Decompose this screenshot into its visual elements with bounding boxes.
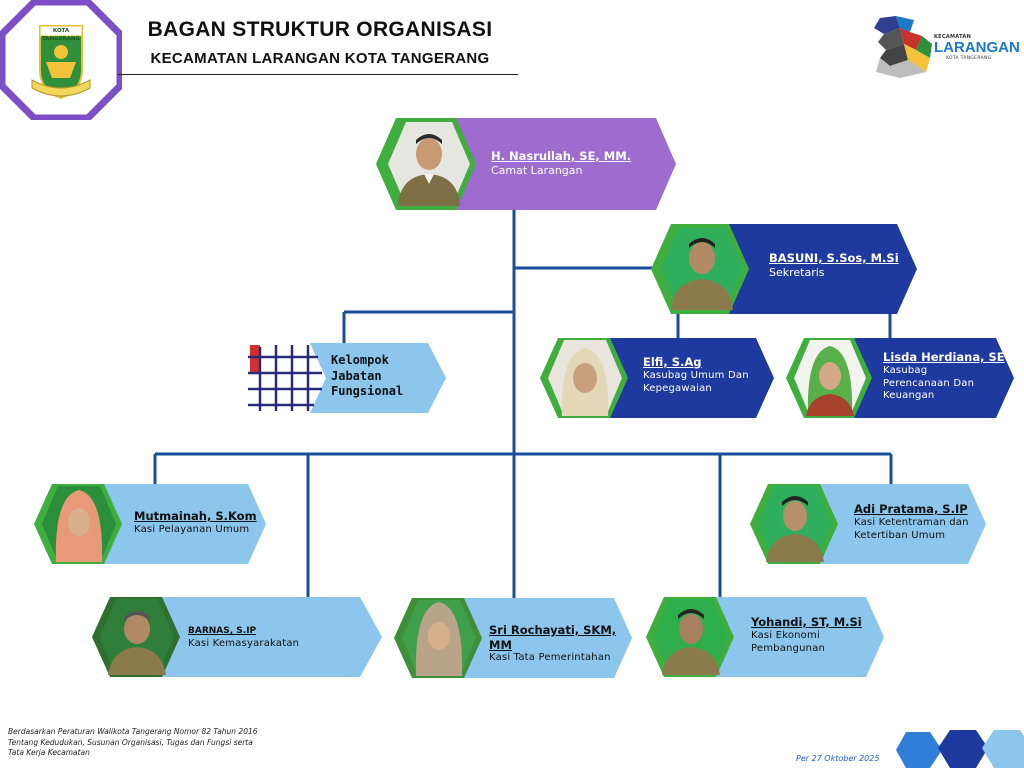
org-box-kelompok-jabatan-fungsional: Kelompok Jabatan Fungsional <box>244 343 446 413</box>
kota-tangerang-crest-icon <box>0 0 124 122</box>
kasi-ketentraman-role-line-1: Kasi Ketentraman dan <box>854 516 969 528</box>
larangan-logo-small-text: KECAMATAN <box>934 34 972 40</box>
fungsional-line-1: Kelompok <box>331 353 389 367</box>
org-box-kasi-kemasyarakatan-shape <box>92 597 382 677</box>
grid-icon <box>244 343 326 413</box>
kasi-pelayanan-name: Mutmainah, S.Kom <box>134 509 257 523</box>
kasi-pelayanan-photo <box>42 486 116 562</box>
org-box-kasi-ekonomi-pembangunan: Yohandi, ST, M.Si Kasi Ekonomi Pembangun… <box>646 597 884 677</box>
kasubag-perencanaan-role-line-2: Perencanaan Dan <box>883 377 975 389</box>
sekretaris-photo <box>661 228 743 310</box>
sekretaris-role: Sekretaris <box>769 265 825 279</box>
kasi-ketentraman-name: Adi Pratama, S.IP <box>854 502 968 516</box>
larangan-logo: KECAMATAN LARANGAN KOTA TANGERANG <box>870 14 1020 80</box>
footer-note-line-1: Berdasarkan Peraturan Walikota Tangerang… <box>8 727 258 736</box>
org-box-kasi-kemasyarakatan: BARNAS, S.IP Kasi Kemasyarakatan <box>92 597 382 677</box>
org-box-kasi-pelayanan-shape <box>34 484 266 564</box>
camat-photo <box>388 122 470 206</box>
kasubag-umum-photo <box>548 340 622 416</box>
kasi-kemasyarakatan-role: Kasi Kemasyarakatan <box>188 637 300 649</box>
kasi-ketentraman-photo <box>758 486 832 562</box>
kasubag-perencanaan-role-line-1: Kasubag <box>883 364 928 376</box>
org-box-kasubag-perencanaan: Lisda Herdiana, SE Kasubag Perencanaan D… <box>786 338 1014 418</box>
kasi-ekbang-role-line-1: Kasi Ekonomi <box>751 629 820 641</box>
kasi-tapem-photo <box>402 600 476 676</box>
footer-decoration <box>896 730 1024 768</box>
org-box-kasubag-perencanaan-shape <box>786 338 1014 418</box>
sekretaris-name: BASUNI, S.Sos, M.Si <box>769 251 899 265</box>
larangan-map-logo-icon <box>874 16 932 78</box>
org-box-kasi-tata-pemerintahan: Sri Rochayati, SKM, MM Kasi Tata Pemerin… <box>394 598 632 678</box>
fungsional-line-2: Jabatan <box>331 368 382 383</box>
kasubag-umum-role-line-1: Kasubag Umum Dan <box>643 369 749 381</box>
camat-role: Camat Larangan <box>491 163 583 177</box>
org-box-camat: H. Nasrullah, SE, MM. Camat Larangan <box>376 118 676 210</box>
kasubag-perencanaan-photo <box>794 340 866 416</box>
page-title: BAGAN STRUKTUR ORGANISASI <box>147 18 493 41</box>
org-box-sekretaris-shape <box>651 224 917 314</box>
org-box-fungsional-shape <box>244 343 446 413</box>
org-box-kasi-pelayanan: Mutmainah, S.Kom Kasi Pelayanan Umum <box>34 484 266 564</box>
kasubag-perencanaan-name: Lisda Herdiana, SE <box>883 350 1005 364</box>
kasi-tapem-name: Sri Rochayati, SKM, MM <box>489 623 617 652</box>
kasi-ekbang-photo <box>654 599 728 675</box>
org-box-kasi-ketentraman: Adi Pratama, S.IP Kasi Ketentraman dan K… <box>750 484 986 564</box>
org-box-kasubag-umum-shape <box>540 338 774 418</box>
org-box-kasi-ekbang-shape <box>646 597 884 677</box>
fungsional-line-3: Fungsional <box>331 384 404 399</box>
org-box-sekretaris: BASUNI, S.Sos, M.Si Sekretaris <box>651 224 917 314</box>
org-box-camat-shape <box>376 118 676 210</box>
org-box-kasi-ketentraman-shape <box>750 484 986 564</box>
kasi-ekbang-role-line-2: Pembangunan <box>751 642 826 654</box>
kasi-pelayanan-role: Kasi Pelayanan Umum <box>134 523 250 535</box>
page-subtitle: KECAMATAN LARANGAN KOTA TANGERANG <box>150 50 490 67</box>
org-box-kasubag-umum: Elfi, S.Ag Kasubag Umum Dan Kepegawaian <box>540 338 774 418</box>
kasi-ketentraman-role-line-2: Ketertiban Umum <box>854 529 946 541</box>
kasubag-umum-name: Elfi, S.Ag <box>643 355 702 369</box>
camat-name: H. Nasrullah, SE, MM. <box>491 149 632 163</box>
larangan-logo-city-text: KOTA TANGERANG <box>946 56 992 61</box>
kasubag-umum-role-line-2: Kepegawaian <box>643 382 712 394</box>
kasi-kemasyarakatan-name: BARNAS, S.IP <box>188 626 257 636</box>
footer-regulation-note: Berdasarkan Peraturan Walikota Tangerang… <box>8 727 308 759</box>
crest-banner-text: KOTA TANGERANG <box>41 28 81 42</box>
kasubag-perencanaan-role-line-3: Keuangan <box>883 390 935 402</box>
title-underline <box>118 74 518 75</box>
larangan-logo-big-text: LARANGAN <box>934 39 1020 56</box>
footer-date: Per 27 Oktober 2025 <box>796 754 880 763</box>
kasi-tapem-role: Kasi Tata Pemerintahan <box>489 652 611 664</box>
footer-note-line-3: Tata Kerja Kecamatan <box>8 748 90 757</box>
footer-note-line-2: Tentang Kedudukan, Susunan Organisasi, T… <box>8 737 253 747</box>
org-box-kasi-tapem-shape <box>394 598 632 678</box>
kasi-ekbang-name: Yohandi, ST, M.Si <box>751 615 862 629</box>
kota-tangerang-logo: KOTA TANGERANG <box>0 0 124 122</box>
kasi-kemasyarakatan-photo <box>100 599 174 675</box>
